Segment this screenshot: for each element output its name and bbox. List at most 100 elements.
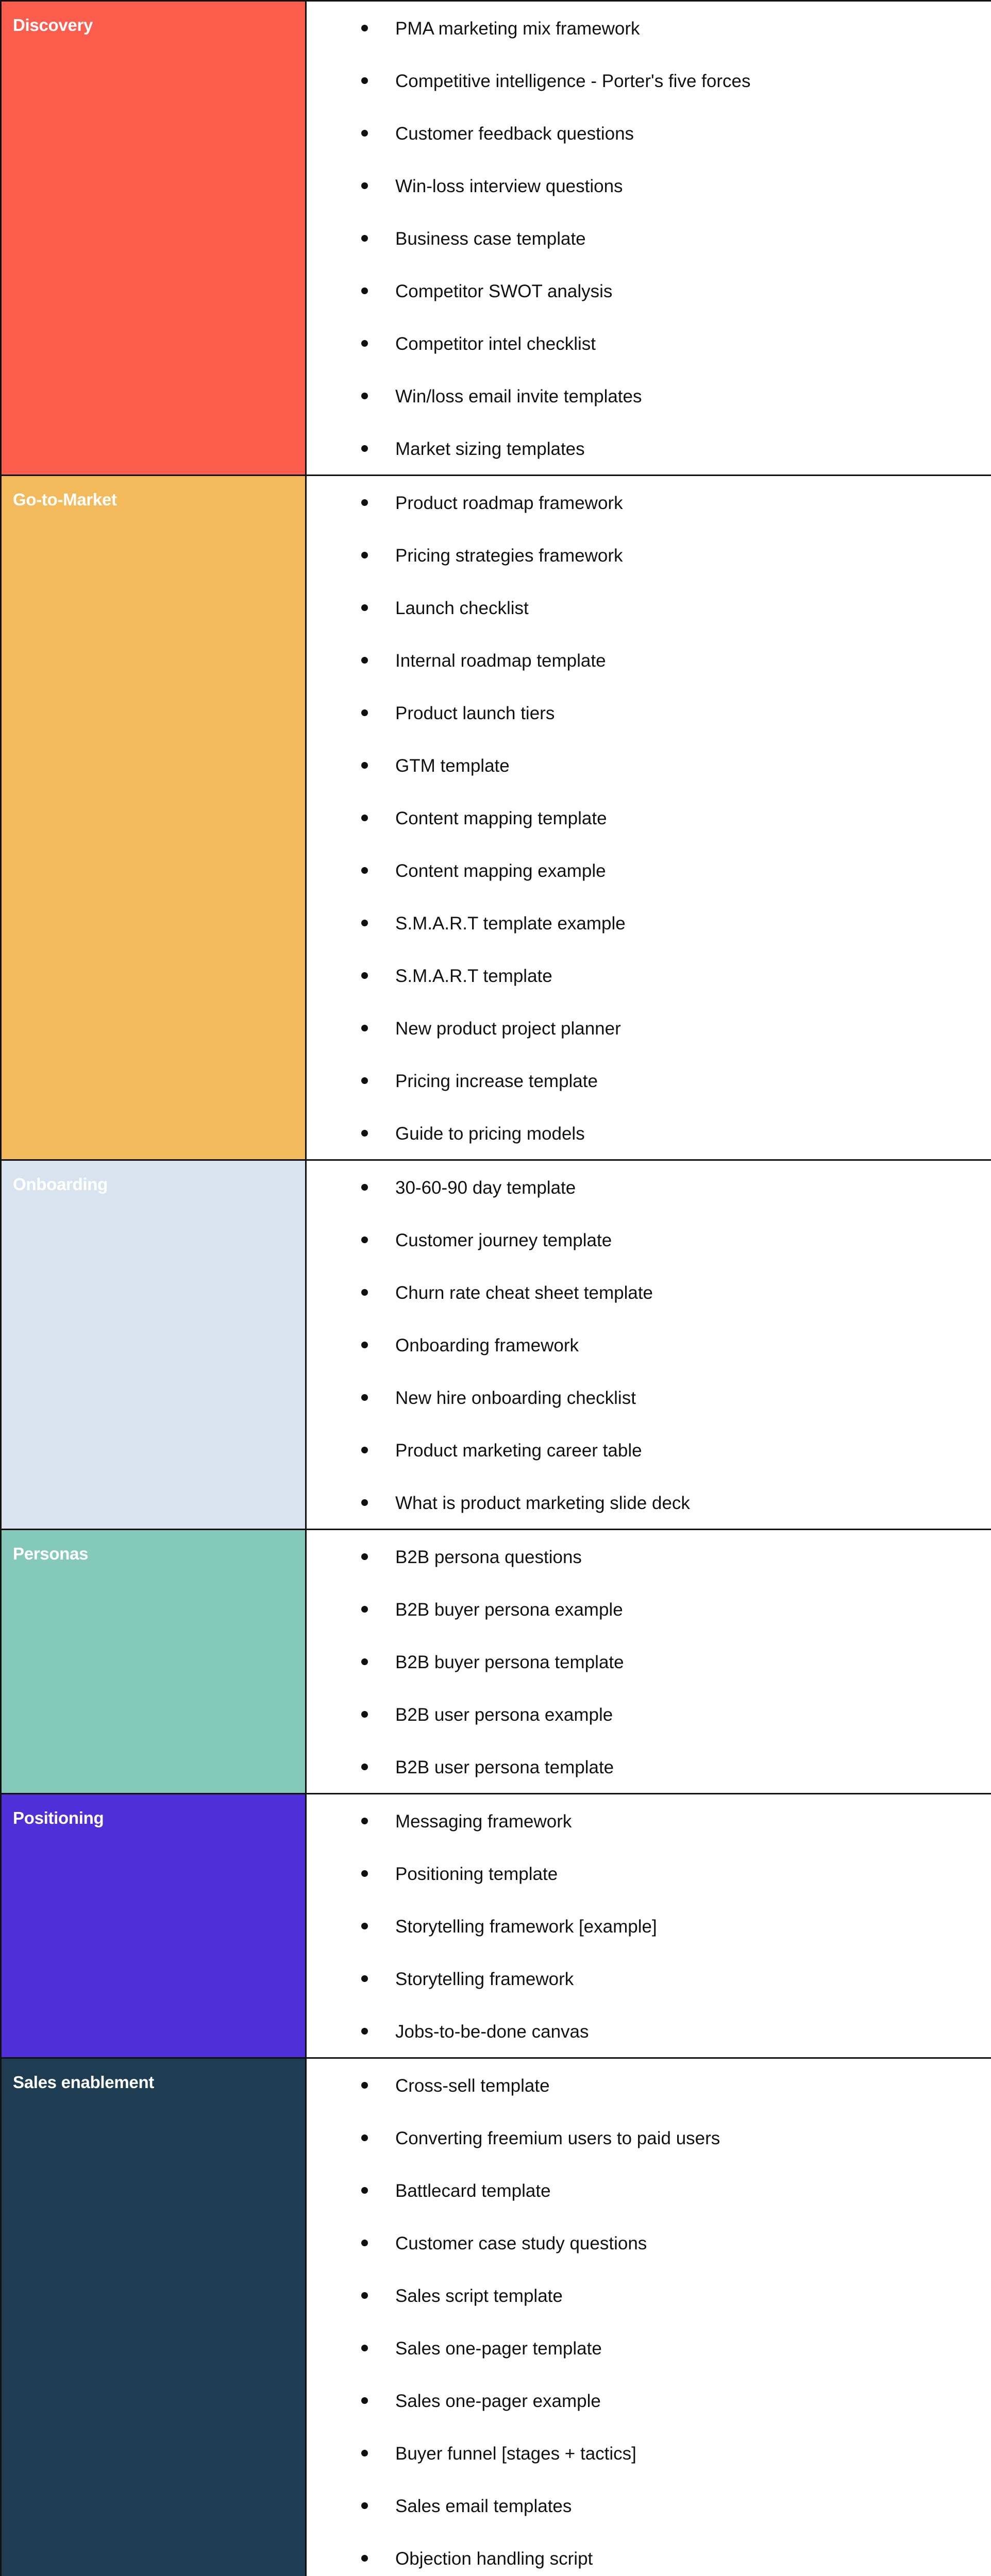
- resource-item-label: Guide to pricing models: [395, 1123, 585, 1144]
- resource-item[interactable]: Product launch tiers: [307, 686, 991, 739]
- bullet-icon: [361, 1870, 368, 1877]
- resource-item[interactable]: Product roadmap framework: [307, 476, 991, 529]
- resource-item[interactable]: Guide to pricing models: [307, 1107, 991, 1159]
- resource-item[interactable]: Messaging framework: [307, 1794, 991, 1847]
- resource-item-label: New product project planner: [395, 1018, 621, 1039]
- resource-item[interactable]: Product marketing career table: [307, 1423, 991, 1476]
- resource-item[interactable]: B2B persona questions: [307, 1530, 991, 1583]
- resource-item[interactable]: Sales script template: [307, 2269, 991, 2321]
- resource-item-label: Customer feedback questions: [395, 123, 634, 144]
- resource-item-label: Onboarding framework: [395, 1335, 579, 1355]
- bullet-icon: [361, 1394, 368, 1401]
- bullet-icon: [361, 1818, 368, 1824]
- resource-item[interactable]: Battlecard template: [307, 2164, 991, 2216]
- resource-item-label: Content mapping template: [395, 808, 607, 828]
- bullet-icon: [361, 2450, 368, 2456]
- bullet-icon: [361, 604, 368, 611]
- resource-item[interactable]: PMA marketing mix framework: [307, 2, 991, 54]
- resource-item[interactable]: Onboarding framework: [307, 1318, 991, 1371]
- resource-item[interactable]: S.M.A.R.T template example: [307, 896, 991, 949]
- resource-item-label: Churn rate cheat sheet template: [395, 1282, 653, 1303]
- category-cell-go-to-market[interactable]: Go-to-Market: [0, 474, 307, 1161]
- resource-item[interactable]: Launch checklist: [307, 581, 991, 634]
- resource-item-label: B2B user persona example: [395, 1704, 613, 1725]
- bullet-icon: [361, 815, 368, 821]
- resource-item-label: Storytelling framework [example]: [395, 1916, 657, 1937]
- resource-item[interactable]: Business case template: [307, 212, 991, 264]
- resource-item[interactable]: Converting freemium users to paid users: [307, 2111, 991, 2164]
- bullet-icon: [361, 445, 368, 452]
- resource-item[interactable]: Win/loss email invite templates: [307, 369, 991, 422]
- resource-item[interactable]: B2B buyer persona template: [307, 1635, 991, 1688]
- resource-item[interactable]: B2B user persona template: [307, 1740, 991, 1793]
- resource-item-label: Product launch tiers: [395, 703, 555, 723]
- resource-item-label: Positioning template: [395, 1863, 558, 1884]
- resource-item[interactable]: Sales email templates: [307, 2479, 991, 2532]
- resource-item[interactable]: Pricing increase template: [307, 1054, 991, 1107]
- resource-item[interactable]: Customer journey template: [307, 1213, 991, 1266]
- category-cell-discovery[interactable]: Discovery: [0, 0, 307, 476]
- resource-item[interactable]: Positioning template: [307, 1847, 991, 1900]
- resource-item[interactable]: Storytelling framework: [307, 1952, 991, 2005]
- resource-item[interactable]: Jobs-to-be-done canvas: [307, 2005, 991, 2057]
- resource-item-label: Internal roadmap template: [395, 650, 606, 671]
- resource-item[interactable]: New product project planner: [307, 1002, 991, 1054]
- resource-item[interactable]: Competitor intel checklist: [307, 317, 991, 369]
- category-cell-positioning[interactable]: Positioning: [0, 1793, 307, 2059]
- resource-item[interactable]: Customer case study questions: [307, 2216, 991, 2269]
- resource-item[interactable]: Sales one-pager template: [307, 2321, 991, 2374]
- resource-item[interactable]: Market sizing templates: [307, 422, 991, 474]
- resource-item-label: S.M.A.R.T template example: [395, 913, 626, 934]
- resource-item[interactable]: B2B buyer persona example: [307, 1583, 991, 1635]
- resource-item-label: Jobs-to-be-done canvas: [395, 2021, 589, 2042]
- resource-item[interactable]: Content mapping template: [307, 791, 991, 844]
- resource-item-label: New hire onboarding checklist: [395, 1387, 636, 1408]
- resource-item[interactable]: GTM template: [307, 739, 991, 791]
- resource-item[interactable]: Churn rate cheat sheet template: [307, 1266, 991, 1318]
- category-cell-sales-enablement[interactable]: Sales enablement: [0, 2057, 307, 2576]
- resource-item[interactable]: Competitive intelligence - Porter's five…: [307, 54, 991, 107]
- resource-item[interactable]: Storytelling framework [example]: [307, 1900, 991, 1952]
- resource-item-label: Sales one-pager template: [395, 2338, 602, 2359]
- resource-item[interactable]: 30-60-90 day template: [307, 1161, 991, 1213]
- resource-item-label: Content mapping example: [395, 860, 606, 881]
- resource-item[interactable]: Objection handling script: [307, 2532, 991, 2576]
- resource-item-label: What is product marketing slide deck: [395, 1493, 690, 1513]
- resource-item-label: Pricing increase template: [395, 1071, 598, 1091]
- resource-item[interactable]: New hire onboarding checklist: [307, 1371, 991, 1423]
- resource-item-label: Competitive intelligence - Porter's five…: [395, 71, 751, 91]
- resource-item[interactable]: S.M.A.R.T template: [307, 949, 991, 1002]
- resource-item-label: Sales script template: [395, 2285, 563, 2306]
- resource-item[interactable]: B2B user persona example: [307, 1688, 991, 1740]
- category-cell-onboarding[interactable]: Onboarding: [0, 1159, 307, 1530]
- resource-item-label: Product roadmap framework: [395, 493, 623, 513]
- bullet-icon: [361, 2292, 368, 2299]
- category-label: Positioning: [13, 1808, 104, 1827]
- resource-item[interactable]: Pricing strategies framework: [307, 529, 991, 581]
- resource-item[interactable]: What is product marketing slide deck: [307, 1476, 991, 1529]
- resource-item-label: Pricing strategies framework: [395, 545, 623, 566]
- resource-item[interactable]: Internal roadmap template: [307, 634, 991, 686]
- resource-item-label: Messaging framework: [395, 1811, 572, 1832]
- bullet-icon: [361, 25, 368, 31]
- resource-item[interactable]: Sales one-pager example: [307, 2374, 991, 2427]
- resource-item[interactable]: Customer feedback questions: [307, 107, 991, 159]
- bullet-icon: [361, 552, 368, 558]
- bullet-icon: [361, 2240, 368, 2246]
- bullet-icon: [361, 1553, 368, 1560]
- bullet-icon: [361, 1923, 368, 1929]
- category-cell-personas[interactable]: Personas: [0, 1529, 307, 1794]
- resource-item[interactable]: Content mapping example: [307, 844, 991, 896]
- resource-item[interactable]: Cross-sell template: [307, 2059, 991, 2111]
- category-label: Onboarding: [13, 1175, 108, 1194]
- bullet-icon: [361, 1447, 368, 1453]
- resource-item[interactable]: Buyer funnel [stages + tactics]: [307, 2427, 991, 2479]
- bullet-icon: [361, 2187, 368, 2194]
- resource-item[interactable]: Win-loss interview questions: [307, 159, 991, 212]
- resource-item[interactable]: Competitor SWOT analysis: [307, 264, 991, 317]
